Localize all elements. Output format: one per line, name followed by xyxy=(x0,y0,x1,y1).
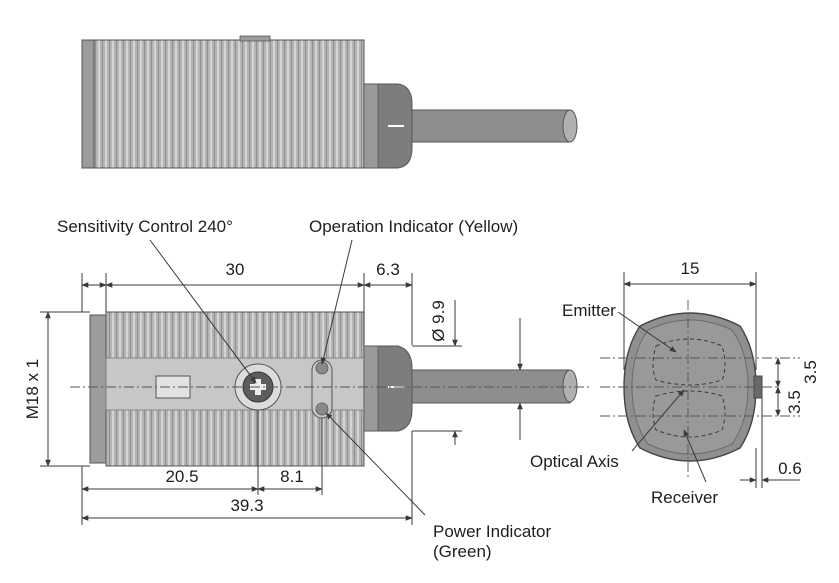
top-cap-ring xyxy=(363,83,379,169)
label-sensitivity-control: Sensitivity Control 240° xyxy=(57,217,233,236)
dimension-labels: 30 6.3 M18 x 1 Ø 9.9 20.5 8.1 39.3 15 3.… xyxy=(23,259,820,515)
front-view xyxy=(600,300,800,478)
dim-axis-upper: 3.5 xyxy=(801,360,820,384)
dim-cable-dia: Ø 9.9 xyxy=(429,300,448,342)
top-cable-end xyxy=(562,109,578,143)
emitter-window xyxy=(652,338,726,386)
label-receiver: Receiver xyxy=(651,488,718,507)
top-body-tab xyxy=(239,35,271,42)
dim-axis-lower: 3.5 xyxy=(785,390,804,414)
side-cable-end xyxy=(562,369,578,403)
dimension-lines xyxy=(40,272,800,525)
side-front-face xyxy=(89,314,107,464)
dim-lens-offset: 0.6 xyxy=(778,459,802,478)
dim-front-length: 20.5 xyxy=(165,467,198,486)
top-view xyxy=(81,35,578,169)
callout-labels: Sensitivity Control 240° Operation Indic… xyxy=(57,217,718,561)
top-cable xyxy=(411,109,576,143)
side-cap-ring xyxy=(363,345,379,432)
label-power-indicator: Power Indicator xyxy=(433,522,551,541)
label-emitter: Emitter xyxy=(562,301,616,320)
receiver-window xyxy=(652,390,726,438)
dim-thread: M18 x 1 xyxy=(23,359,42,419)
label-operation-indicator: Operation Indicator (Yellow) xyxy=(309,217,518,236)
side-cable xyxy=(411,369,576,404)
label-optical-axis: Optical Axis xyxy=(530,452,619,471)
top-front-face xyxy=(81,39,95,169)
side-view xyxy=(70,311,590,467)
label-power-indicator-color: (Green) xyxy=(433,542,492,561)
power-indicator-led xyxy=(315,402,329,416)
leader-lines xyxy=(149,239,707,516)
top-threaded-body xyxy=(93,39,365,169)
dim-front-width: 15 xyxy=(681,259,700,278)
dim-total-length: 39.3 xyxy=(230,496,263,515)
dim-body-length: 30 xyxy=(226,260,245,279)
dim-control-offset: 8.1 xyxy=(280,467,304,486)
dim-head-length: 6.3 xyxy=(376,260,400,279)
